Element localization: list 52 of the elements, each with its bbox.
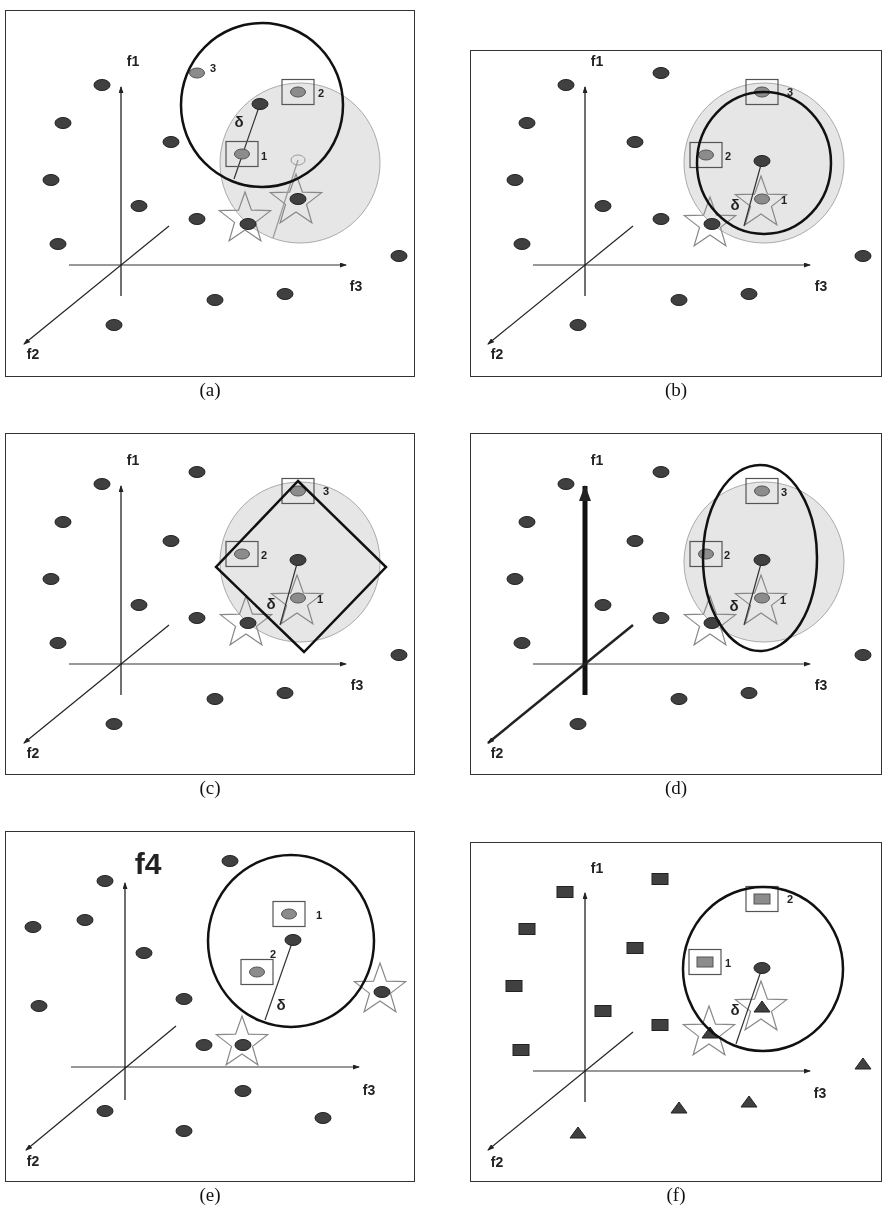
point-number: 1 [779,594,787,606]
axis-label: f1 [590,54,604,68]
axis-label: f3 [813,1086,827,1100]
distance-label: δ [730,1001,740,1017]
axis-label: f1 [126,54,140,68]
plot-panel [5,10,415,377]
plot-panel [5,433,415,775]
point-number: 3 [780,486,788,498]
panel-caption: (a) [199,379,221,401]
distance-label: δ [234,113,244,129]
point-number: 2 [317,87,325,99]
axis-label: f2 [490,1155,504,1169]
axis-label: f3 [814,678,828,692]
axis-label: f1 [126,453,140,467]
axis-label: f3 [814,279,828,293]
axis-label: f4 [134,849,162,879]
panel-caption: (e) [199,1184,221,1206]
axis-label: f2 [26,746,40,760]
plot-panel [470,50,882,377]
point-number: 3 [209,62,217,74]
axis-label: f3 [349,279,363,293]
plot-panel [5,831,415,1182]
point-number: 2 [724,150,732,162]
plot-panel [470,842,882,1182]
point-number: 2 [723,549,731,561]
distance-label: δ [276,996,286,1012]
point-number: 1 [780,194,788,206]
point-number: 1 [260,150,268,162]
axis-label: f1 [590,453,604,467]
panel-caption: (c) [199,777,221,799]
axis-label: f1 [590,861,604,875]
point-number: 3 [322,485,330,497]
plot-panel [470,433,882,775]
point-number: 2 [260,549,268,561]
point-number: 1 [315,909,323,921]
point-number: 3 [786,86,794,98]
point-number: 2 [269,948,277,960]
distance-label: δ [730,196,740,212]
panel-caption: (f) [666,1184,686,1206]
point-number: 2 [786,893,794,905]
axis-label: f2 [26,347,40,361]
distance-label: δ [729,597,739,613]
axis-label: f3 [362,1083,376,1097]
point-number: 1 [316,593,324,605]
panel-caption: (b) [664,379,688,401]
distance-label: δ [266,595,276,611]
axis-label: f2 [490,746,504,760]
axis-label: f2 [26,1154,40,1168]
point-number: 1 [724,957,732,969]
axis-label: f2 [490,347,504,361]
axis-label: f3 [350,678,364,692]
panel-caption: (d) [664,777,688,799]
